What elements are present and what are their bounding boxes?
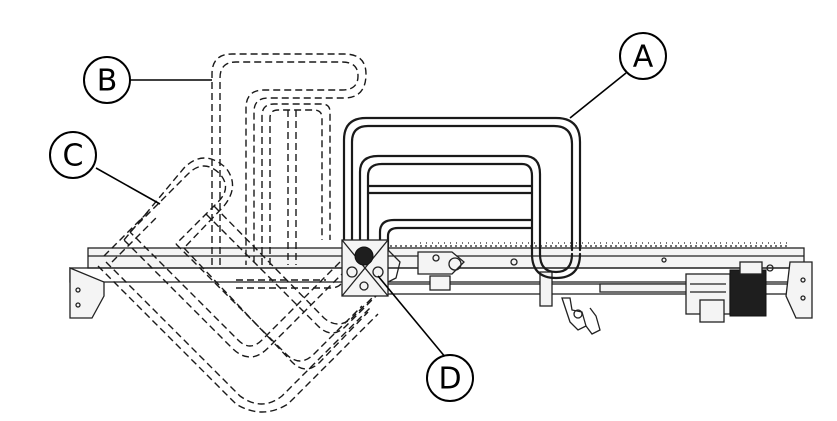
pivot-mechanism	[341, 239, 401, 297]
callout-b-label: B	[97, 64, 118, 99]
leader-c	[95, 167, 161, 205]
callout-c-label: C	[63, 139, 84, 174]
callout-d-label: D	[438, 362, 461, 397]
side-rail-position-c	[97, 157, 381, 413]
callout-a-label: A	[633, 40, 654, 75]
actuator-assembly	[599, 261, 774, 323]
leader-a	[569, 72, 627, 119]
deck-texture	[380, 242, 790, 247]
leader-d	[377, 275, 447, 359]
callout-d: D	[426, 354, 474, 402]
callout-b: B	[83, 56, 131, 104]
callout-c: C	[49, 131, 97, 179]
callout-a: A	[619, 32, 667, 80]
bed-frame	[69, 242, 813, 335]
leader-lines	[95, 72, 627, 359]
mid-hardware	[417, 251, 667, 335]
side-rail-raised	[342, 116, 582, 280]
